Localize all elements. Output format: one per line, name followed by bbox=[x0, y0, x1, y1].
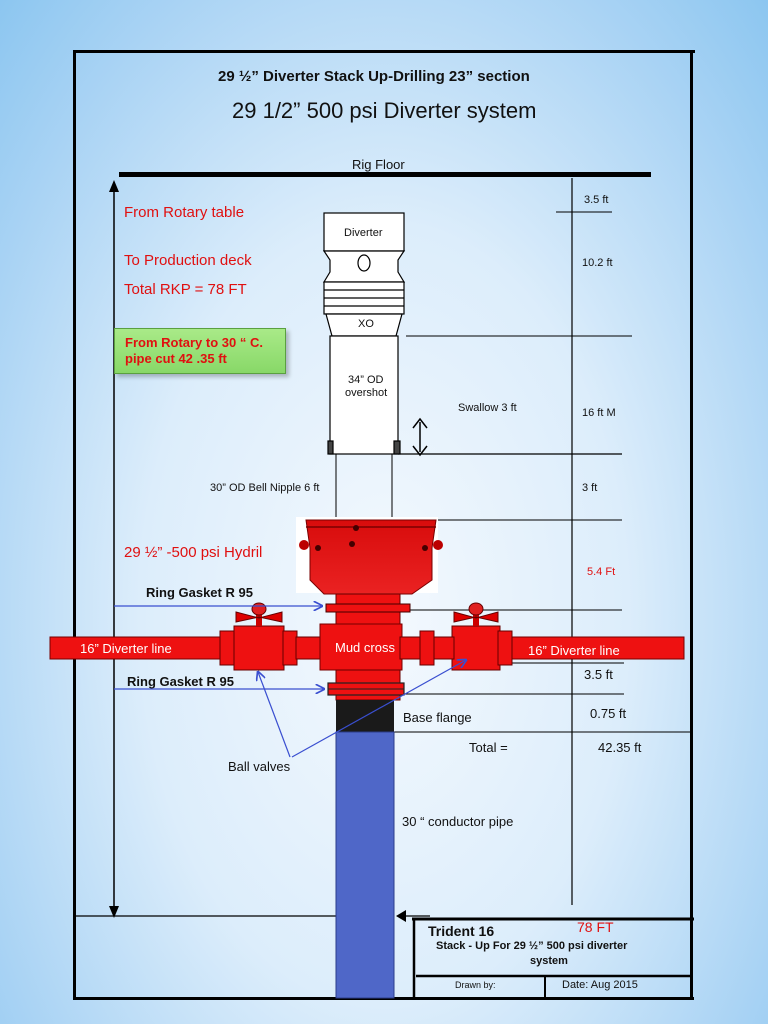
mud-cross bbox=[319, 623, 403, 671]
title-block-lines bbox=[412, 917, 694, 998]
ball-valve-left bbox=[219, 602, 321, 671]
diverter-label: Diverter bbox=[344, 227, 383, 239]
callout-line-1: From Rotary to 30 “ C. bbox=[125, 335, 263, 350]
dimension-1: 3.5 ft bbox=[584, 194, 609, 206]
rig-floor-line bbox=[119, 172, 651, 177]
dimension-4: 3 ft bbox=[582, 482, 598, 494]
title-block-description-2: system bbox=[530, 955, 568, 967]
hydril-label: 29 ½” -500 psi Hydril bbox=[124, 544, 263, 561]
mud-cross-label: Mud cross bbox=[335, 640, 395, 655]
overshot-label-1: 34” OD bbox=[348, 374, 384, 386]
swallow-label: Swallow 3 ft bbox=[458, 402, 517, 414]
xo-label: XO bbox=[358, 318, 374, 330]
dimension-6: 3.5 ft bbox=[584, 667, 613, 682]
diverter-line-left-label: 16” Diverter line bbox=[80, 641, 172, 656]
dimension-3: 16 ft M bbox=[582, 407, 616, 419]
to-production-deck-label: To Production deck bbox=[124, 252, 252, 269]
diagram-subtitle: 29 ½” Diverter Stack Up-Drilling 23” sec… bbox=[218, 68, 530, 85]
dimension-5: 5.4 Ft bbox=[587, 566, 616, 578]
title-block-drawn-by: Drawn by: bbox=[455, 980, 496, 990]
ball-valve-right bbox=[399, 602, 513, 671]
dimension-total: 42.35 ft bbox=[598, 740, 642, 755]
ring-gasket-bottom-label: Ring Gasket R 95 bbox=[127, 674, 234, 689]
dimension-7: 0.75 ft bbox=[590, 706, 627, 721]
rig-floor-label: Rig Floor bbox=[352, 157, 405, 172]
ring-gasket-top-label: Ring Gasket R 95 bbox=[146, 585, 253, 600]
title-block-date: Date: Aug 2015 bbox=[562, 979, 638, 991]
title-block-length: 78 FT bbox=[577, 919, 614, 935]
title-block-description-1: Stack - Up For 29 ½” 500 psi diverter bbox=[436, 940, 628, 952]
diverter-body bbox=[322, 212, 406, 455]
total-rkp-label: Total RKP = 78 FT bbox=[124, 281, 247, 298]
overshot-label-2: overshot bbox=[345, 387, 388, 399]
conductor-pipe bbox=[335, 731, 395, 999]
frame-right bbox=[690, 50, 693, 1000]
base-flange-label: Base flange bbox=[403, 710, 472, 725]
dimension-2: 10.2 ft bbox=[582, 257, 613, 269]
frame-top bbox=[74, 50, 695, 53]
conductor-pipe-label: 30 “ conductor pipe bbox=[402, 814, 514, 829]
callout-line-2: pipe cut 42 .35 ft bbox=[125, 351, 227, 366]
diagram-title: 29 1/2” 500 psi Diverter system bbox=[232, 98, 537, 123]
hydril-preventer bbox=[296, 517, 443, 595]
cut-callout-box: From Rotary to 30 “ C. pipe cut 42 .35 f… bbox=[114, 328, 286, 374]
swallow-arrow bbox=[412, 417, 428, 457]
total-label: Total = bbox=[469, 740, 508, 755]
diverter-line-right-label: 16” Diverter line bbox=[528, 643, 620, 658]
from-rotary-table-label: From Rotary table bbox=[124, 204, 245, 221]
frame-left bbox=[73, 50, 76, 1000]
title-block-rig: Trident 16 bbox=[428, 923, 495, 939]
ball-valves-label: Ball valves bbox=[228, 759, 291, 774]
rkp-dimension-arrow bbox=[109, 180, 119, 918]
bell-nipple-label: 30” OD Bell Nipple 6 ft bbox=[210, 482, 320, 494]
